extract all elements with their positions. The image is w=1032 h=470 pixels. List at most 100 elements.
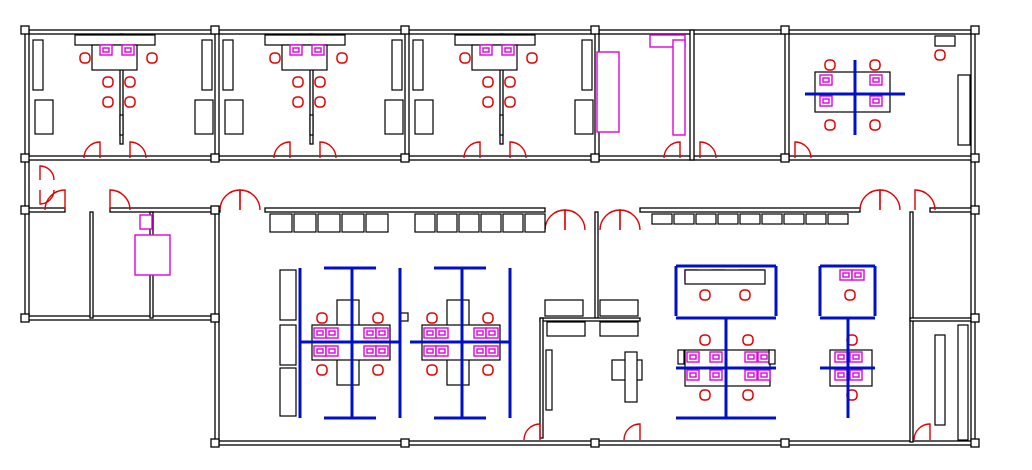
workstation-icon [438, 330, 446, 336]
chair-icon [316, 312, 328, 324]
desk-icon [934, 35, 956, 47]
workstation-icon [488, 348, 496, 354]
chair-icon [426, 312, 438, 324]
storage-icon [695, 213, 717, 225]
door-swing-icon [44, 189, 66, 211]
fixture-icon [134, 234, 171, 276]
storage-icon [717, 213, 739, 225]
chair-icon [699, 289, 711, 301]
door-swing-icon [463, 141, 481, 159]
desk-icon [599, 321, 639, 337]
sofa-icon [34, 99, 54, 135]
wall [89, 211, 94, 319]
desk-icon [677, 349, 685, 365]
workstation-icon [314, 47, 322, 53]
workstation-icon [822, 98, 830, 104]
door-swing-icon [319, 141, 337, 159]
storage-icon [827, 213, 849, 225]
storage-icon [651, 213, 673, 225]
column-icon [780, 438, 790, 448]
workstation-icon [328, 348, 336, 354]
workstation-icon [378, 348, 386, 354]
storage-icon [934, 334, 946, 426]
desk-icon [499, 114, 504, 136]
storage-icon [365, 213, 389, 233]
sofa-icon [194, 99, 214, 135]
desk-icon [74, 34, 156, 46]
column-icon [210, 313, 220, 323]
chair-icon [742, 334, 754, 346]
chair-icon [336, 52, 348, 64]
chair-icon [316, 364, 328, 376]
chair-icon [372, 364, 384, 376]
desk-icon [119, 114, 124, 136]
chair-icon [124, 96, 136, 108]
workstation-icon [747, 354, 755, 360]
door-swing-icon [129, 141, 147, 159]
chair-icon [482, 96, 494, 108]
door-swing-icon [39, 165, 55, 181]
wall [689, 29, 695, 161]
wall [109, 207, 221, 213]
workstation-icon [476, 330, 484, 336]
sofa-icon [574, 99, 594, 135]
chair-icon [526, 52, 538, 64]
storage-icon [279, 269, 297, 321]
chair-icon [699, 389, 711, 401]
storage-icon [545, 349, 553, 411]
chair-icon [504, 76, 516, 88]
column-icon [780, 153, 790, 163]
chair-icon [314, 76, 326, 88]
storage-icon [673, 213, 695, 225]
workstation-icon [747, 372, 755, 378]
sofa-icon [414, 99, 434, 135]
workstation-icon [689, 354, 697, 360]
chair-icon [869, 59, 881, 71]
door-swing-icon [914, 189, 936, 211]
sofa-icon [32, 39, 44, 91]
wall [539, 317, 544, 439]
wall [970, 29, 976, 446]
door-swing-icon [599, 209, 621, 231]
wall [214, 209, 220, 446]
column-icon [400, 25, 410, 35]
workstation-icon [124, 47, 132, 53]
door-swing-icon [913, 423, 931, 441]
wall [309, 33, 314, 145]
wall [264, 207, 546, 213]
wall [499, 33, 504, 145]
column-icon [20, 313, 30, 323]
chair-icon [459, 52, 471, 64]
workstation-icon [854, 272, 862, 278]
workstation-icon [438, 348, 446, 354]
desk-icon [768, 349, 776, 365]
column-icon [970, 25, 980, 35]
wall [639, 207, 861, 213]
desk-icon [454, 34, 536, 46]
workstation-icon [712, 372, 720, 378]
sofa-icon [224, 99, 244, 135]
column-icon [590, 438, 600, 448]
workstation-icon [760, 372, 768, 378]
chair-icon [844, 289, 856, 301]
door-swing-icon [794, 141, 812, 159]
workstation-icon [837, 372, 845, 378]
chair-icon [482, 312, 494, 324]
storage-icon [458, 213, 480, 233]
sofa-icon [222, 39, 234, 91]
wall [214, 29, 220, 161]
door-swing-icon [509, 141, 527, 159]
chair-icon [742, 389, 754, 401]
chair-icon [102, 96, 114, 108]
workstation-icon [822, 77, 830, 83]
column-icon [210, 205, 220, 215]
storage-icon [341, 213, 365, 233]
chair-icon [824, 119, 836, 131]
chair-icon [314, 96, 326, 108]
wall [404, 29, 410, 161]
wall [594, 211, 599, 321]
wall [929, 207, 976, 213]
chair-icon [824, 59, 836, 71]
chair-icon [146, 52, 158, 64]
